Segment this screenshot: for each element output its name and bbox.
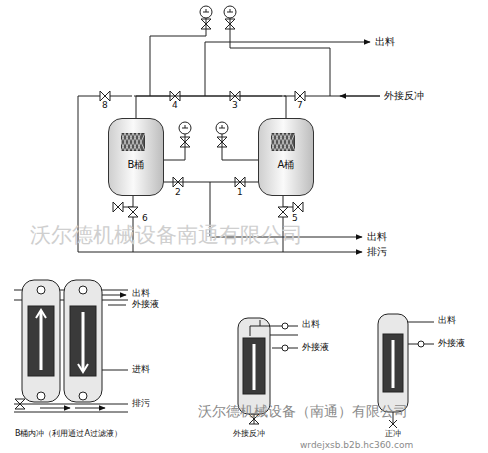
filter-mesh [271, 133, 295, 151]
callout-number: 7 [296, 101, 304, 111]
filter-illustration-part [383, 334, 403, 392]
outlet-label: 出料 [366, 231, 388, 242]
filter-tank: B桶 [108, 118, 164, 196]
filter-illustration-part [79, 392, 87, 400]
filter-illustration-part [37, 286, 45, 294]
filter-illustration-part [270, 335, 298, 336]
filter-illustration-part [392, 340, 395, 388]
filter-illustration-part [243, 338, 265, 394]
filter-illustration-part [14, 404, 128, 412]
pressure-gauge-part [203, 9, 209, 12]
pressure-gauge-part [200, 6, 212, 18]
pressure-gauge-part [224, 6, 236, 18]
watermark: 沃尔德机械设备南通有限公司 [30, 224, 303, 247]
inlet-label: 外接液 [437, 339, 466, 349]
filter-illustration-part [250, 320, 298, 336]
filter-illustration-part [389, 420, 397, 428]
callout-number: 6 [141, 214, 149, 224]
drain-label: 排污 [131, 399, 151, 409]
valve-symbol [278, 207, 288, 217]
outlet-label: 出料 [131, 289, 151, 299]
valve-symbol [15, 19, 305, 424]
inlet-label: 外接液 [301, 343, 330, 353]
filter-illustration-part [37, 392, 45, 400]
tank-label: B桶 [109, 159, 163, 170]
filter-illustration-part [40, 408, 70, 409]
filter-illustration-part [238, 318, 270, 414]
filter-illustration-part [100, 295, 126, 296]
caption: 外接反冲 [232, 430, 266, 439]
filter-tank: A桶 [258, 118, 314, 196]
pressure-gauge-part [216, 122, 228, 134]
callout-number: 3 [231, 101, 239, 111]
pressure-gauge-part [179, 122, 191, 134]
valve-symbol [100, 91, 110, 101]
pipe-line-part [158, 150, 258, 160]
filter-illustration-part [102, 370, 128, 371]
valve-symbol [113, 202, 123, 212]
filter-illustration-part [282, 345, 288, 351]
filter-illustration-part [253, 344, 256, 390]
pipe-connector [164, 182, 258, 183]
tank-label: A桶 [259, 159, 313, 170]
filter-illustration-part [36, 310, 88, 372]
filter-mesh-lines [121, 133, 145, 151]
caption: 正冲 [384, 430, 402, 439]
filter-mesh-lines [271, 133, 295, 151]
pressure-gauge-part [219, 125, 225, 128]
callout-number: 1 [236, 188, 244, 198]
pipe-line [78, 30, 380, 252]
pipe-connector [136, 96, 286, 118]
filter-illustration-part [418, 341, 424, 347]
pipe-line-part [150, 30, 206, 96]
valve-symbol [128, 207, 138, 217]
caption: B桶内冲（利用通过A过滤液） [14, 430, 123, 439]
callout-number: 8 [101, 101, 109, 111]
filter-illustration-part [282, 323, 288, 329]
filter-illustration-part [108, 305, 126, 306]
pipe-line-part [78, 252, 362, 253]
pipe-line-part [205, 42, 370, 96]
pipe-line-part [116, 207, 300, 208]
filter-illustration-part [41, 312, 83, 370]
callout-number: 2 [174, 188, 182, 198]
pressure-gauge [179, 6, 236, 150]
inlet-label: 外接反冲 [383, 90, 425, 101]
callout-number: 4 [171, 101, 179, 111]
inlet-label: 进料 [131, 365, 151, 375]
inlet-label: 外接液 [131, 300, 160, 310]
watermark-url: wrdejxsb.b2b.hc360.com [300, 441, 413, 451]
outlet-label: 出料 [301, 320, 321, 330]
pressure-gauge-part [182, 125, 188, 128]
callout-number: 5 [291, 214, 299, 224]
valve-symbol [295, 91, 305, 101]
filter-illustration [14, 280, 128, 412]
watermark: 沃尔德机械设备（南通）有限公司 [198, 404, 408, 419]
filter-illustration-part [75, 408, 105, 409]
outlet-label: 出料 [437, 316, 457, 326]
pipe-line-part [230, 30, 330, 96]
outlet-label: 出料 [374, 36, 396, 47]
drain-label: 排污 [366, 246, 388, 257]
pressure-gauge-part [227, 9, 233, 12]
filter-mesh [121, 133, 145, 151]
filter-illustration-part [79, 286, 87, 294]
filter-illustration-part [378, 314, 408, 412]
valve-symbol [293, 202, 303, 212]
pressure-gauge-part [185, 18, 230, 150]
pipe-line-part [340, 96, 380, 97]
